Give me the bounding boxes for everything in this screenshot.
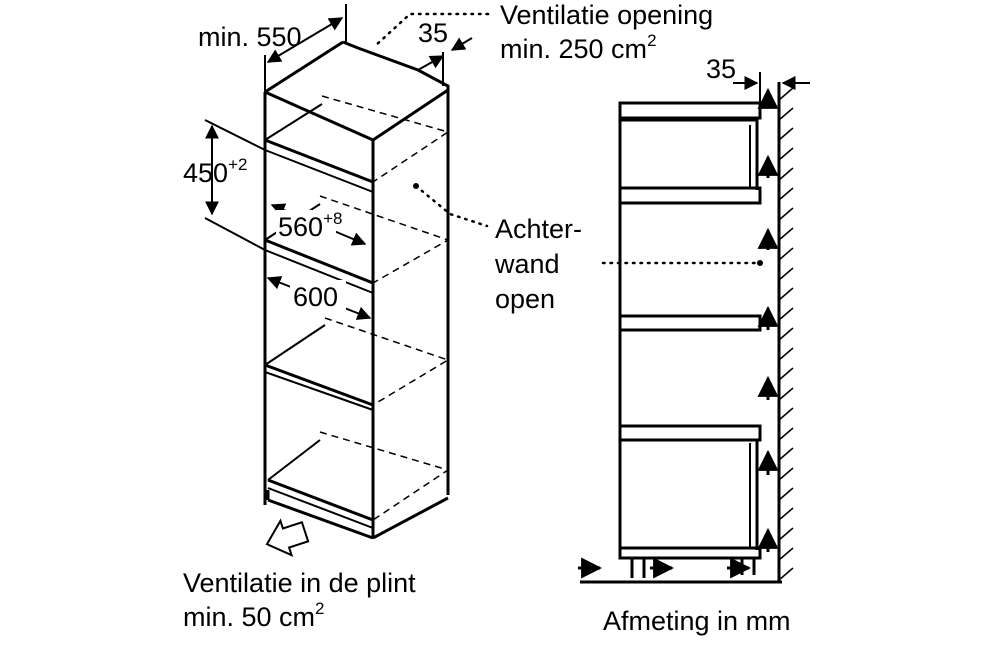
back-wall-leader-dot-right bbox=[757, 260, 763, 266]
shelf-3-side bbox=[264, 324, 326, 366]
shelf-1-side bbox=[264, 103, 323, 141]
dim-gap-top-arrow-right bbox=[450, 37, 473, 51]
shelf-4-side bbox=[267, 439, 321, 481]
wall-hatching bbox=[778, 87, 794, 581]
section-upper-box bbox=[620, 118, 759, 190]
plinth-bottom-right bbox=[372, 496, 449, 540]
section-top-panel bbox=[618, 101, 762, 120]
dim-depth-line bbox=[266, 17, 344, 63]
ventilation-opening-line1: Ventilatie opening bbox=[500, 0, 713, 30]
back-wall-line1: Achter- bbox=[495, 214, 582, 244]
section-shelf-bottom bbox=[618, 546, 762, 560]
width-inner-label-bg bbox=[276, 210, 336, 240]
shelf-4-front bbox=[267, 478, 374, 522]
back-wall-leader-dot-left bbox=[413, 183, 419, 189]
shelf-3-under bbox=[264, 371, 374, 411]
width-outer-label-bg bbox=[290, 280, 346, 310]
shelf-3-front bbox=[264, 363, 374, 407]
wall bbox=[580, 82, 794, 584]
width-inner-tolerance: +8 bbox=[323, 209, 342, 228]
shelf-4-under bbox=[267, 487, 374, 529]
shelf-3-back-dashed bbox=[324, 317, 450, 406]
plinth-value: min. 50 cm bbox=[183, 602, 315, 632]
shelf-4-back-dashed bbox=[319, 431, 450, 521]
height-value: 450 bbox=[183, 158, 228, 188]
cabinet-top-right-edge bbox=[372, 88, 449, 142]
back-wall-leader-left bbox=[414, 184, 489, 228]
cabinet-hidden-edges bbox=[319, 95, 450, 521]
plinth-exp: 2 bbox=[315, 599, 324, 618]
gap-top-label: 35 bbox=[418, 18, 448, 48]
width-inner-label: 560+8 bbox=[278, 209, 342, 242]
dim-depth bbox=[264, 4, 347, 92]
ventilation-opening-exp: 2 bbox=[647, 31, 656, 50]
width-outer-label: 600 bbox=[293, 282, 338, 312]
dim-height-ext-bottom bbox=[204, 217, 266, 251]
cabinet-front-top-edge bbox=[264, 90, 374, 142]
ventilation-opening-value: min. 250 cm bbox=[500, 34, 647, 64]
dim-gap-top bbox=[417, 37, 473, 86]
plinth-air-arrow bbox=[265, 518, 310, 557]
dim-height-ext-top bbox=[204, 119, 266, 151]
dim-gap-top-arrow-left bbox=[417, 55, 445, 71]
section-shelf-3 bbox=[618, 424, 762, 442]
back-wall-line3: open bbox=[495, 284, 555, 314]
plinth-line1: Ventilatie in de plint bbox=[183, 568, 416, 598]
back-wall-line2: wand bbox=[494, 249, 560, 279]
width-inner-value: 560 bbox=[278, 212, 323, 242]
cabinet-shelves bbox=[264, 103, 374, 529]
shelf-2-back-dashed bbox=[319, 195, 450, 284]
section-shelf-2 bbox=[618, 314, 762, 332]
dim-side-gap bbox=[733, 72, 810, 103]
depth-label: min. 550 bbox=[198, 22, 302, 52]
height-tolerance: +2 bbox=[228, 155, 247, 174]
units-note: Afmeting in mm bbox=[603, 606, 791, 636]
side-section bbox=[618, 101, 762, 578]
dim-height bbox=[204, 119, 266, 251]
cabinet-top-back-edge bbox=[342, 40, 450, 90]
shelf-1-under bbox=[264, 149, 374, 193]
section-shelf-1 bbox=[618, 186, 762, 205]
height-label: 450+2 bbox=[183, 155, 247, 188]
ventilation-opening-line2: min. 250 cm2 bbox=[500, 31, 657, 64]
shelf-2-front bbox=[264, 238, 374, 285]
shelf-1-front bbox=[264, 138, 374, 184]
plinth-line2: min. 50 cm2 bbox=[183, 599, 325, 632]
plinth-bottom bbox=[267, 498, 374, 540]
side-gap-label: 35 bbox=[706, 54, 736, 84]
section-lower-box bbox=[620, 438, 759, 550]
